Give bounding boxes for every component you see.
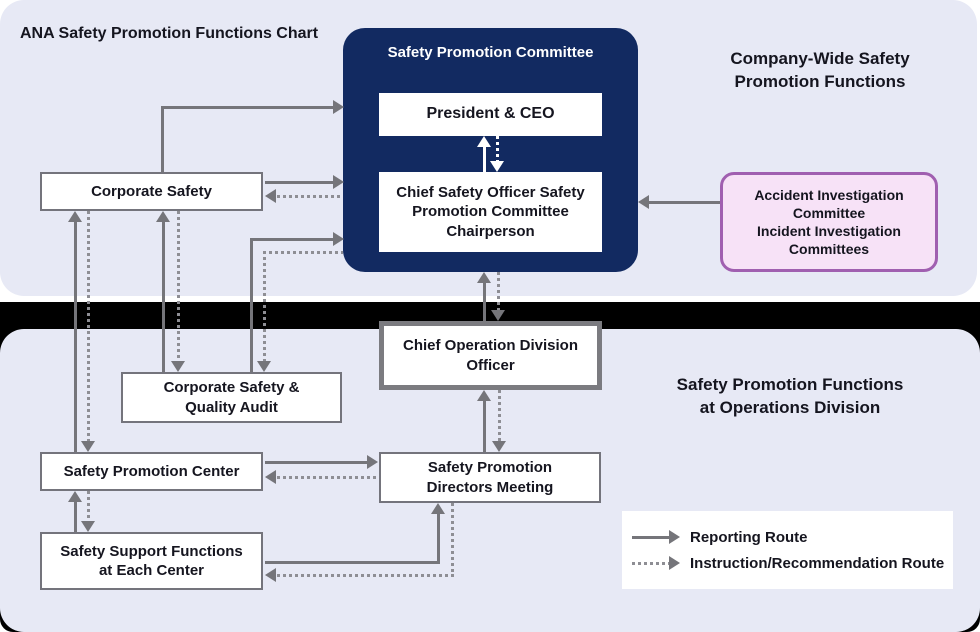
arrow-corpsafety-committee-top-vline <box>161 106 164 172</box>
legend-instruction-label: Instruction/Recommendation Route <box>690 554 945 572</box>
arrow-committee-corpsafety-dotline <box>277 195 343 198</box>
arrow-committee-audit-dotvline <box>263 251 266 361</box>
arrow-chiefsafety-president-line <box>483 147 486 172</box>
arrow-accident-committee-line <box>649 201 720 204</box>
arrow-corpsafety-audit-dotline <box>177 211 180 361</box>
arrow-chiefop-directors-dothead <box>492 441 506 452</box>
chart-title: ANA Safety Promotion Functions Chart <box>20 25 319 42</box>
arrow-chiefop-directors-dotline <box>498 390 501 441</box>
instruction-route-arrow-icon <box>632 556 680 570</box>
arrow-directors-center-dotline <box>277 476 379 479</box>
committee-group: Safety Promotion Committee President & C… <box>343 28 638 272</box>
arrow-corpsafety-committee-head <box>333 175 344 189</box>
arrow-center-support-dothead <box>81 521 95 532</box>
arrow-support-center-line <box>74 502 77 532</box>
committee-group-title: Safety Promotion Committee <box>387 44 594 61</box>
heading-company-wide: Company-Wide Safety Promotion Functions <box>730 49 910 91</box>
node-accident-investigation: Accident Investigation Committee Inciden… <box>720 172 938 272</box>
arrow-audit-committee-head <box>333 232 344 246</box>
legend: Reporting Route Instruction/Recommendati… <box>622 511 953 589</box>
arrow-directors-center-dothead <box>265 470 276 484</box>
arrow-committee-audit-dothline <box>263 251 343 254</box>
arrow-chiefsafety-president-head <box>477 136 491 147</box>
node-chief-safety-officer: Chief Safety Officer Safety Promotion Co… <box>379 172 602 252</box>
arrow-support-center-head <box>68 491 82 502</box>
arrow-center-corpsafety-line <box>74 222 77 452</box>
arrow-support-directors-head <box>431 503 445 514</box>
node-quality-audit: Corporate Safety & Quality Audit <box>121 372 342 423</box>
arrow-audit-committee-vline <box>250 238 253 372</box>
arrow-directors-chiefop-line <box>483 401 486 452</box>
arrow-committee-chiefop-dotline <box>497 272 500 310</box>
legend-row-reporting: Reporting Route <box>632 529 953 546</box>
arrow-corpsafety-committee-top-hline <box>161 106 334 109</box>
arrow-committee-corpsafety-dothead <box>265 189 276 203</box>
arrow-president-chiefsafety-dotline <box>496 136 499 161</box>
node-chief-operation-officer: Chief Operation Division Officer <box>379 321 602 390</box>
arrow-center-corpsafety-head <box>68 211 82 222</box>
arrow-corpsafety-committee-line <box>265 181 334 184</box>
arrow-corpsafety-center-dotline <box>87 211 90 441</box>
arrow-center-directors-line <box>265 461 368 464</box>
arrow-directors-support-dotvline <box>451 503 454 577</box>
arrow-committee-chiefop-dothead <box>491 310 505 321</box>
arrow-support-directors-hline <box>265 561 440 564</box>
arrow-corpsafety-center-dothead <box>81 441 95 452</box>
node-safety-promotion-center: Safety Promotion Center <box>40 452 263 491</box>
arrow-audit-committee-hline <box>250 238 334 241</box>
arrow-center-support-dotline <box>87 491 90 521</box>
node-corporate-safety: Corporate Safety <box>40 172 263 211</box>
arrow-audit-corpsafety-head <box>156 211 170 222</box>
arrow-chiefop-committee-head <box>477 272 491 283</box>
arrow-corpsafety-committee-top-head <box>333 100 344 114</box>
arrow-directors-support-dothline <box>277 574 454 577</box>
arrow-directors-support-dothead <box>265 568 276 582</box>
arrow-chiefop-committee-line <box>483 283 486 321</box>
legend-row-instruction: Instruction/Recommendation Route <box>632 555 953 572</box>
arrow-president-chiefsafety-dothead <box>490 161 504 172</box>
arrow-center-directors-head <box>367 455 378 469</box>
arrow-audit-corpsafety-line <box>162 222 165 372</box>
legend-reporting-label: Reporting Route <box>690 528 808 546</box>
arrow-directors-chiefop-head <box>477 390 491 401</box>
node-president-ceo: President & CEO <box>379 93 602 136</box>
arrow-corpsafety-audit-dothead <box>171 361 185 372</box>
arrow-committee-audit-dothead <box>257 361 271 372</box>
arrow-accident-committee-head <box>638 195 649 209</box>
heading-operations-division: Safety Promotion Functions at Operations… <box>676 375 904 417</box>
arrow-support-directors-vline <box>437 514 440 564</box>
node-safety-support: Safety Support Functions at Each Center <box>40 532 263 590</box>
reporting-route-arrow-icon <box>632 530 680 544</box>
node-directors-meeting: Safety Promotion Directors Meeting <box>379 452 601 503</box>
